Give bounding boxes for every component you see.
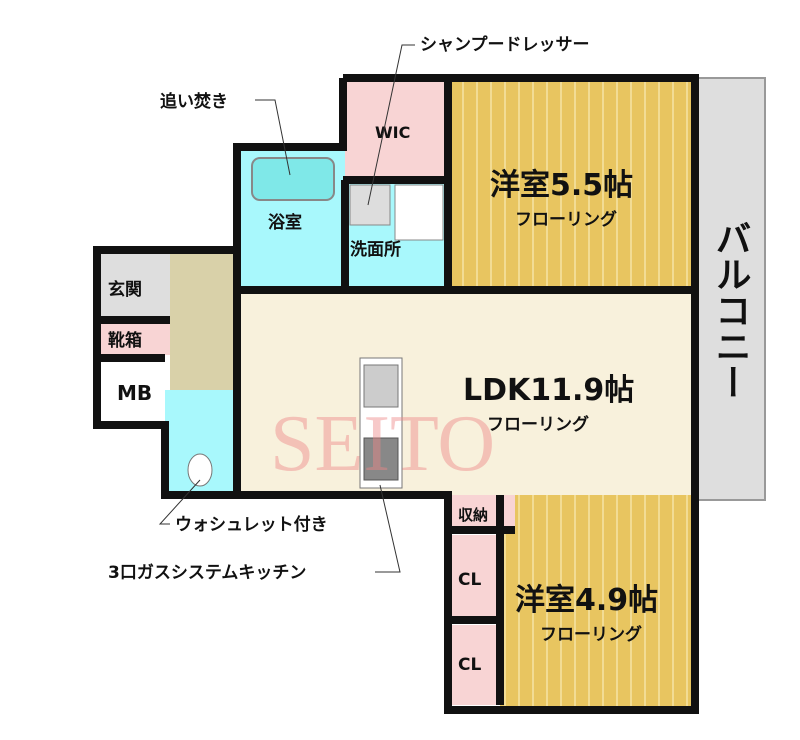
closet-1 bbox=[448, 535, 500, 620]
bathtub bbox=[251, 157, 335, 201]
bath-label: 浴室 bbox=[268, 212, 302, 233]
mb-closet bbox=[97, 360, 165, 425]
shoebox-label: 靴箱 bbox=[108, 330, 142, 351]
ldk-name: LDK11.9帖 bbox=[463, 373, 634, 408]
western-room-1-floor: フローリング bbox=[515, 209, 617, 230]
shoebox bbox=[97, 320, 170, 355]
western-room-1 bbox=[448, 78, 695, 290]
washlet-note: ウォシュレット付き bbox=[175, 514, 328, 535]
hallway bbox=[170, 250, 237, 390]
washlet-leader bbox=[158, 479, 201, 525]
shampoo-dresser-note: シャンプードレッサー bbox=[420, 34, 590, 55]
storage-label: 収納 bbox=[458, 506, 488, 524]
wic-label: WIC bbox=[375, 123, 410, 142]
western-room-2-name: 洋室4.9帖 bbox=[515, 583, 658, 618]
reheating-leader bbox=[255, 99, 291, 176]
wic bbox=[343, 78, 448, 180]
toilet bbox=[187, 453, 213, 487]
balcony bbox=[694, 77, 766, 501]
balcony-label: バルコニー bbox=[710, 220, 751, 400]
entrance-label: 玄関 bbox=[108, 279, 142, 300]
closet-1-label: CL bbox=[458, 570, 481, 590]
washing-space bbox=[394, 184, 444, 241]
sink bbox=[363, 364, 399, 408]
ldk-floor: フローリング bbox=[487, 414, 589, 435]
closet-2 bbox=[448, 625, 500, 705]
kitchen-leader bbox=[375, 484, 401, 573]
shampoo-dresser bbox=[349, 184, 391, 226]
shampoo-dresser-leader bbox=[367, 44, 415, 206]
gas-stove bbox=[363, 437, 399, 481]
kitchen-note: 3口ガスシステムキッチン bbox=[108, 563, 306, 583]
western-room-2-floor: フローリング bbox=[540, 624, 642, 645]
ldk bbox=[237, 290, 695, 495]
western-room-1-name: 洋室5.5帖 bbox=[490, 168, 633, 203]
watermark: SEITO bbox=[270, 400, 495, 488]
entrance bbox=[97, 250, 170, 320]
reheating-note: 追い焚き bbox=[160, 91, 228, 112]
western-room-2 bbox=[500, 495, 695, 710]
mb-label: MB bbox=[117, 381, 152, 405]
washroom-label: 洗面所 bbox=[350, 239, 401, 260]
closet-2-label: CL bbox=[458, 655, 481, 675]
